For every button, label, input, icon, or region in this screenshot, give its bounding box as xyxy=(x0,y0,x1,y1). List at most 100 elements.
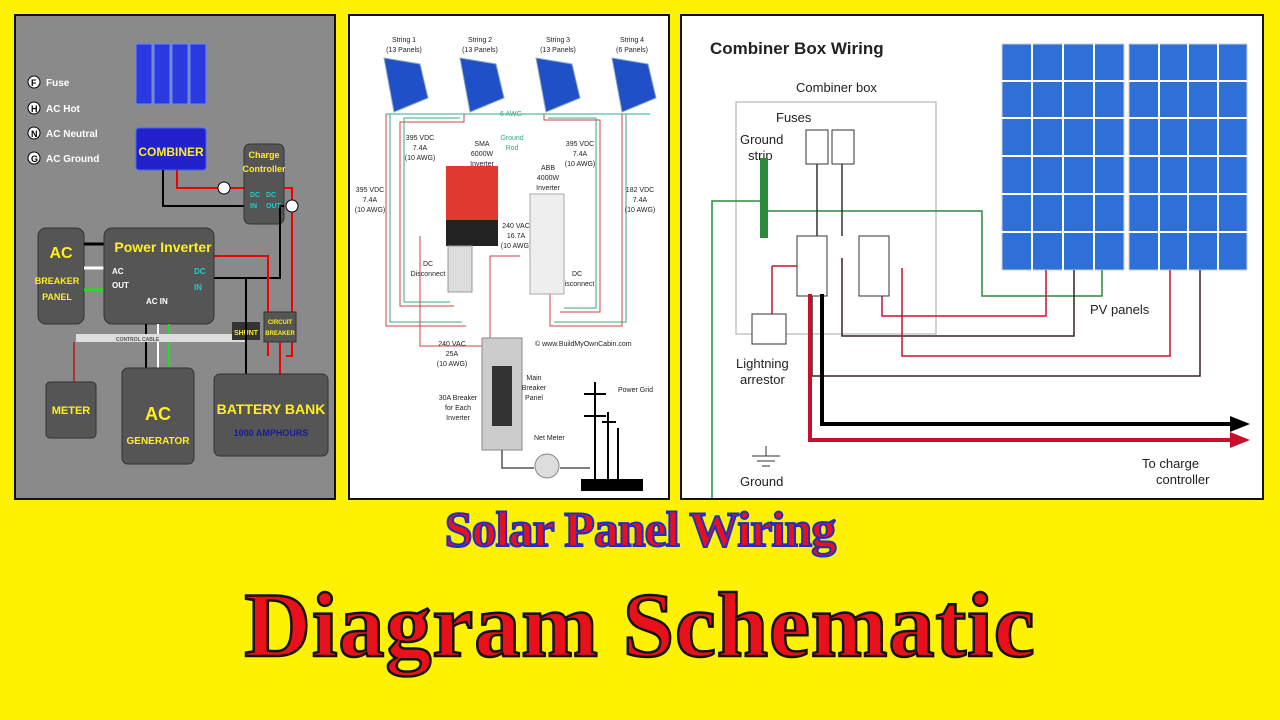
svg-text:1000 AMPHOURS: 1000 AMPHOURS xyxy=(234,428,309,438)
svg-text:ABB: ABB xyxy=(541,165,555,172)
svg-text:16.7A: 16.7A xyxy=(507,233,526,240)
svg-text:Inverter: Inverter xyxy=(536,185,560,192)
svg-text:Power Grid: Power Grid xyxy=(618,387,653,394)
svg-text:(6 Panels): (6 Panels) xyxy=(616,47,648,54)
svg-text:7.4A: 7.4A xyxy=(363,197,378,204)
svg-text:Breaker: Breaker xyxy=(522,385,547,392)
combiner-box xyxy=(735,101,937,335)
svg-text:GENERATOR: GENERATOR xyxy=(127,436,191,447)
svg-text:395 VDC: 395 VDC xyxy=(406,135,434,142)
svg-text:String 1: String 1 xyxy=(392,37,416,44)
svg-text:(13 Panels): (13 Panels) xyxy=(540,47,576,54)
svg-text:Controller: Controller xyxy=(242,164,285,174)
svg-text:OUT: OUT xyxy=(266,203,282,210)
svg-text:7.4A: 7.4A xyxy=(573,151,588,158)
grid-tie-wiring-diagram: String 1(13 Panels) String 2(13 Panels) … xyxy=(348,14,670,500)
svg-text:DC: DC xyxy=(194,267,206,276)
svg-text:(10 AWG): (10 AWG) xyxy=(501,243,531,250)
svg-text:DC: DC xyxy=(250,192,260,199)
solar-panels xyxy=(135,43,207,105)
svg-text:240 VAC: 240 VAC xyxy=(502,223,530,230)
svg-text:Disconnect: Disconnect xyxy=(411,271,446,278)
svg-text:Disconnect: Disconnect xyxy=(560,281,595,288)
solar-arrays xyxy=(383,57,657,113)
svg-text:Ground: Ground xyxy=(740,132,783,147)
svg-text:SMA: SMA xyxy=(474,141,490,148)
svg-text:25A: 25A xyxy=(446,351,459,358)
svg-text:(10 AWG): (10 AWG) xyxy=(565,161,595,168)
fuse xyxy=(805,129,829,165)
svg-text:Inverter: Inverter xyxy=(446,415,470,422)
svg-text:Fuse: Fuse xyxy=(46,78,70,89)
svg-text:(13 Panels): (13 Panels) xyxy=(462,47,498,54)
svg-text:AC: AC xyxy=(49,245,73,262)
svg-text:DC: DC xyxy=(266,192,276,199)
combiner-box xyxy=(135,127,207,171)
ac-generator xyxy=(121,367,195,465)
charge-controller xyxy=(243,143,285,225)
svg-text:4000W: 4000W xyxy=(537,175,560,182)
svg-text:BREAKER: BREAKER xyxy=(265,331,295,337)
svg-text:arrestor: arrestor xyxy=(740,372,785,387)
svg-text:30A Breaker: 30A Breaker xyxy=(439,395,478,402)
svg-text:395 VDC: 395 VDC xyxy=(566,141,594,148)
svg-text:PANEL: PANEL xyxy=(42,292,72,302)
svg-text:IN: IN xyxy=(194,283,202,292)
copyright: © www.BuildMyOwnCabin.com xyxy=(535,340,632,348)
svg-text:7.4A: 7.4A xyxy=(413,145,428,152)
svg-text:Rod: Rod xyxy=(506,145,519,152)
svg-text:AC IN: AC IN xyxy=(146,297,168,306)
power-grid-tower xyxy=(581,382,643,491)
svg-text:CIRCUIT: CIRCUIT xyxy=(268,320,293,326)
svg-text:G: G xyxy=(31,154,38,164)
svg-text:Panel: Panel xyxy=(525,395,543,402)
svg-text:Main: Main xyxy=(526,375,541,382)
arrow-icon xyxy=(1230,416,1250,432)
svg-text:Net Meter: Net Meter xyxy=(534,435,565,442)
svg-text:(10 AWG): (10 AWG) xyxy=(405,155,435,162)
svg-text:AC Ground: AC Ground xyxy=(46,154,99,165)
svg-text:Combiner box: Combiner box xyxy=(796,80,877,95)
ac-breaker-panel xyxy=(37,227,85,325)
meter xyxy=(45,381,97,439)
dc-disconnect xyxy=(447,245,473,293)
svg-text:6000W: 6000W xyxy=(471,151,494,158)
svg-text:controller: controller xyxy=(1156,472,1210,487)
svg-text:6 AWG: 6 AWG xyxy=(500,111,522,118)
svg-text:AC: AC xyxy=(145,404,171,424)
circuit-breaker xyxy=(263,311,297,343)
combiner-box-wiring-diagram: Combiner Box Wiring Combiner box Fuses G… xyxy=(680,14,1264,500)
svg-text:395 VDC: 395 VDC xyxy=(356,187,384,194)
svg-text:N: N xyxy=(31,129,38,139)
arrow-icon xyxy=(1230,432,1250,448)
string-labels: String 1(13 Panels) String 2(13 Panels) … xyxy=(386,37,648,54)
svg-text:(10 AWG): (10 AWG) xyxy=(437,361,467,368)
svg-text:for Each: for Each xyxy=(445,405,471,412)
svg-text:IN: IN xyxy=(250,203,257,210)
svg-text:To charge: To charge xyxy=(1142,456,1199,471)
control-cable xyxy=(76,334,246,342)
svg-text:AC Hot: AC Hot xyxy=(46,104,81,115)
fuse xyxy=(831,129,855,165)
net-meter xyxy=(534,453,560,479)
svg-text:METER: METER xyxy=(52,405,91,417)
lightning-arrestor xyxy=(751,313,787,345)
svg-text:182 VDC: 182 VDC xyxy=(626,187,654,194)
ground-strip xyxy=(760,158,768,238)
title-line-2: Diagram Schematic xyxy=(243,573,1036,678)
svg-text:Ground: Ground xyxy=(740,474,783,489)
battery-bank xyxy=(213,373,329,457)
svg-text:F: F xyxy=(31,78,37,88)
ground-icon xyxy=(752,446,780,467)
svg-text:Inverter: Inverter xyxy=(470,161,494,168)
abb-inverter xyxy=(529,193,565,295)
combiner-label: COMBINER xyxy=(138,145,204,159)
svg-text:Charge: Charge xyxy=(248,150,279,160)
svg-text:AC Neutral: AC Neutral xyxy=(46,129,98,140)
svg-text:AC: AC xyxy=(112,267,124,276)
svg-text:OUT: OUT xyxy=(112,281,129,290)
svg-text:DC: DC xyxy=(423,261,433,268)
svg-text:BREAKER: BREAKER xyxy=(35,276,80,286)
